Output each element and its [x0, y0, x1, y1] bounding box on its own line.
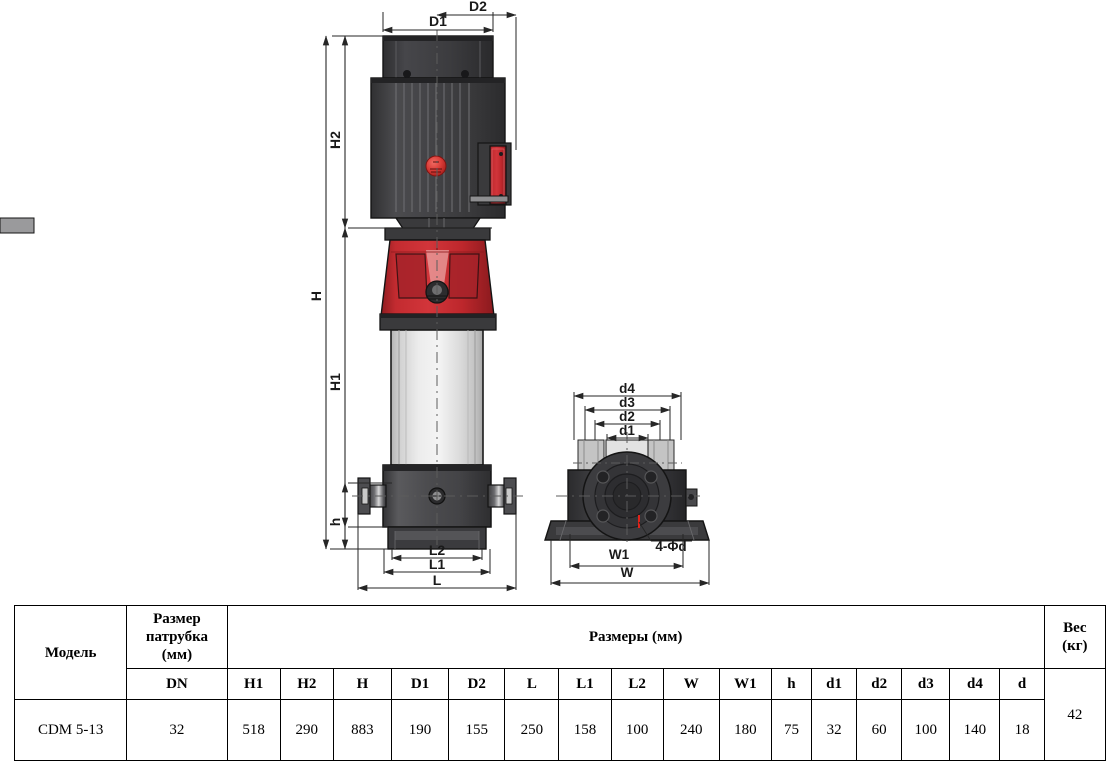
- cell-weight: 42: [1043, 668, 1107, 761]
- specification-table-container: Модель Размер патрубка (мм) Размеры (мм)…: [13, 605, 1107, 761]
- cell-h: 75: [770, 699, 813, 761]
- header-model: Модель: [13, 605, 128, 700]
- bolt-hole-2: [644, 470, 658, 484]
- cell-D2: 155: [448, 699, 506, 761]
- front-view-pump: [0, 30, 523, 550]
- dimension-label-L: L: [433, 572, 442, 588]
- dimension-label-h: h: [327, 518, 343, 527]
- table-header-row: Модель Размер патрубка (мм) Размеры (мм)…: [13, 605, 1107, 700]
- subheader-d: d: [999, 668, 1045, 700]
- dimension-label-D2: D2: [469, 0, 487, 14]
- cell-d2: 60: [856, 699, 903, 761]
- front-view-dimensions: H H2 H1 h D1 D2: [308, 0, 517, 592]
- motor-bolt-right: [461, 70, 469, 78]
- bolt-hole-callout: 4-Φd: [638, 521, 692, 554]
- header-port-size-line3: (мм): [161, 647, 193, 663]
- motor-terminal-box: [469, 142, 512, 206]
- dimension-label-d3: d3: [619, 395, 635, 410]
- dimension-H2: H2: [327, 35, 349, 229]
- dimension-label-W1: W1: [609, 547, 630, 562]
- dimension-label-bolt-callout: 4-Φd: [655, 539, 686, 554]
- table-row: CDM 5-13 32 518 290 883 190 155 250 158 …: [13, 699, 1106, 761]
- subheader-H2: H2: [279, 668, 334, 700]
- motor-shaft: [0, 217, 35, 234]
- subheader-D1: D1: [390, 668, 450, 700]
- bolt-hole-3: [596, 509, 610, 523]
- dimension-label-H2: H2: [327, 131, 343, 149]
- header-weight-line1: Вес: [1063, 620, 1087, 636]
- subheader-L1: L1: [558, 668, 612, 700]
- motor-bolt-left: [403, 70, 411, 78]
- cell-d4: 140: [949, 699, 1001, 761]
- dimension-label-d4: d4: [619, 381, 635, 396]
- dimension-d4: d4: [573, 381, 682, 440]
- dimension-label-d1: d1: [619, 423, 635, 438]
- cell-L: 250: [504, 699, 560, 761]
- subheader-d2: d2: [856, 668, 903, 700]
- motor-emblem-icon: [425, 155, 447, 177]
- dimension-D2: D2: [436, 0, 517, 150]
- cell-D1: 190: [390, 699, 450, 761]
- subheader-D2: D2: [448, 668, 506, 700]
- dimension-W1: W1: [569, 534, 684, 570]
- dimension-label-d2: d2: [619, 409, 635, 424]
- cell-L2: 100: [610, 699, 664, 761]
- cell-model: CDM 5-13: [13, 699, 128, 761]
- end-view-dimensions: d1 d2 d3 d4 4-Φd: [550, 381, 710, 587]
- subheader-DN: DN: [126, 668, 228, 700]
- subheader-L: L: [504, 668, 560, 700]
- specification-table: Модель Размер патрубка (мм) Размеры (мм)…: [13, 605, 1107, 761]
- cell-W1: 180: [718, 699, 772, 761]
- dimension-label-W: W: [621, 565, 634, 580]
- subheader-L2: L2: [610, 668, 664, 700]
- header-weight: Вес (кг): [1043, 605, 1107, 669]
- header-port-size-line2: патрубка: [145, 629, 209, 645]
- cell-H: 883: [332, 699, 392, 761]
- subheader-H: H: [332, 668, 392, 700]
- subheader-W1: W1: [718, 668, 772, 700]
- pump-drawing-svg: H H2 H1 h D1 D2: [0, 0, 1119, 600]
- motor-cooling-fins: [395, 83, 470, 212]
- subheader-d4: d4: [949, 668, 1001, 700]
- subheader-d3: d3: [901, 668, 951, 700]
- subheader-h: h: [770, 668, 813, 700]
- terminal-box-cover: [489, 145, 507, 205]
- dimension-h: h: [327, 482, 349, 550]
- bolt-hole-4: [644, 509, 658, 523]
- coupling-guard: [379, 227, 497, 331]
- drawing-background: [0, 0, 1119, 600]
- dimension-H: H: [308, 35, 330, 550]
- cell-H1: 518: [226, 699, 281, 761]
- cell-H2: 290: [279, 699, 334, 761]
- cell-L1: 158: [558, 699, 612, 761]
- table-subheader-row: DN H1 H2 H D1 D2 L L1 L2 W W1 h d1 d2 d3…: [15, 668, 1107, 761]
- cell-d: 18: [999, 699, 1045, 761]
- header-port-size: Размер патрубка (мм): [126, 605, 228, 669]
- pump-drawing-area: H H2 H1 h D1 D2: [0, 0, 1119, 600]
- cell-d1: 32: [811, 699, 858, 761]
- dimension-L2: L2: [391, 542, 483, 562]
- pump-chamber-sleeve: [390, 329, 484, 466]
- dimension-label-L2: L2: [429, 542, 446, 558]
- motor-top-cap: [382, 35, 494, 79]
- header-weight-line2: (кг): [1062, 638, 1088, 654]
- cell-W: 240: [662, 699, 720, 761]
- dimension-L1: L1: [383, 549, 491, 576]
- subheader-W: W: [662, 668, 720, 700]
- subheader-H1: H1: [226, 668, 281, 700]
- dimension-label-H: H: [308, 291, 324, 301]
- bolt-hole-1: [596, 470, 610, 484]
- header-port-size-line1: Размер: [153, 611, 201, 627]
- dimension-L: L: [357, 514, 517, 592]
- dimension-H1: H1: [327, 227, 349, 528]
- dimension-label-H1: H1: [327, 373, 343, 391]
- subheader-d1: d1: [811, 668, 858, 700]
- header-dimensions: Размеры (мм): [226, 605, 1045, 669]
- cell-d3: 100: [901, 699, 951, 761]
- cell-DN: 32: [126, 699, 228, 761]
- end-view-pump: [544, 432, 710, 545]
- dimension-label-L1: L1: [429, 556, 446, 572]
- dimension-W: W: [550, 540, 710, 587]
